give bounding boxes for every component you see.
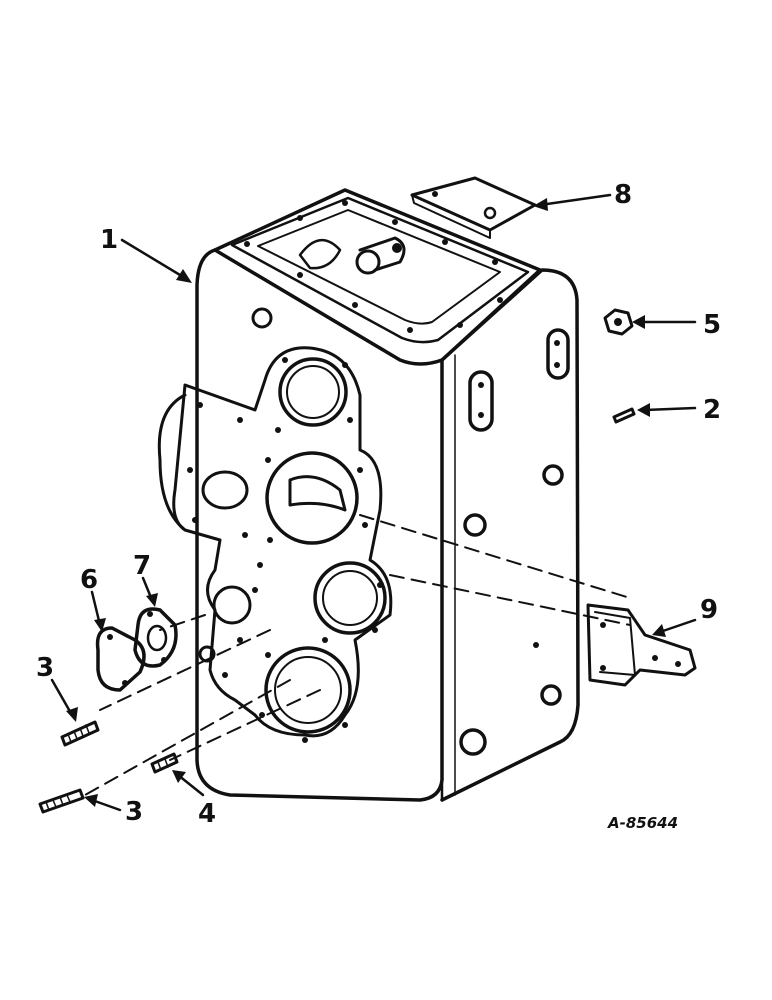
callout-3-lower: 3 bbox=[125, 797, 143, 827]
callout-4: 4 bbox=[198, 799, 216, 829]
callout-5: 5 bbox=[703, 310, 721, 340]
stud-lower bbox=[38, 788, 85, 814]
leader-arrows bbox=[50, 193, 697, 812]
callout-7: 7 bbox=[133, 551, 151, 581]
pin bbox=[612, 407, 636, 424]
stud-short bbox=[150, 752, 179, 774]
nut bbox=[603, 308, 634, 336]
cover bbox=[95, 626, 146, 692]
gasket bbox=[133, 607, 178, 668]
flange-bolts bbox=[187, 357, 383, 743]
callout-9: 9 bbox=[700, 595, 718, 625]
callout-1: 1 bbox=[100, 225, 118, 255]
bracket bbox=[586, 603, 697, 687]
top-plate bbox=[410, 176, 537, 239]
callout-3-upper: 3 bbox=[36, 653, 54, 683]
transmission-housing bbox=[84, 188, 631, 802]
stud-upper bbox=[60, 720, 100, 747]
callout-8: 8 bbox=[614, 180, 632, 210]
callout-2: 2 bbox=[703, 395, 721, 425]
figure-reference: A-85644 bbox=[607, 814, 678, 832]
callout-labels: 1 8 5 2 9 7 6 3 3 4 A-85644 bbox=[36, 180, 721, 832]
callout-6: 6 bbox=[80, 565, 98, 595]
